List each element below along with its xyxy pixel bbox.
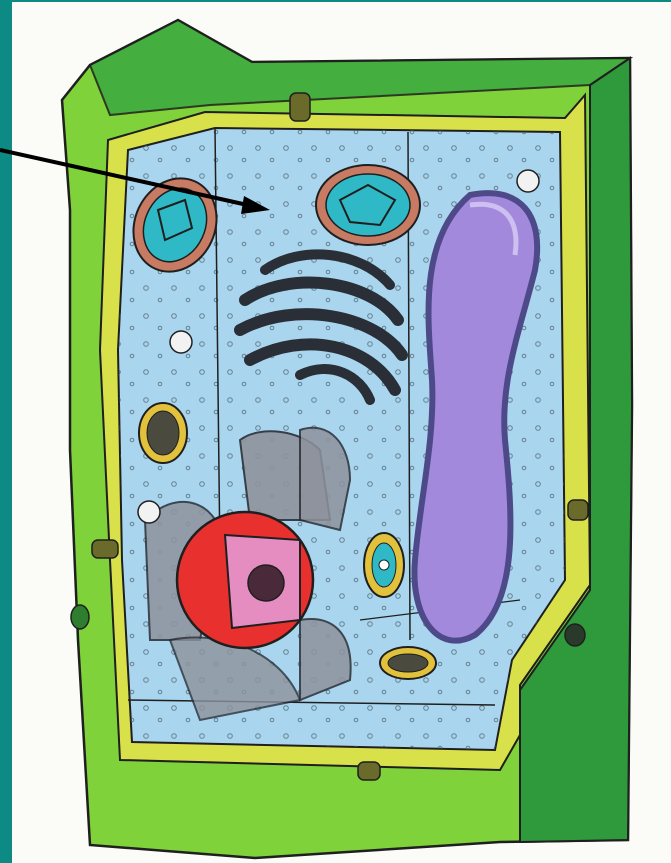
plasmodesma xyxy=(358,762,380,780)
nucleolus xyxy=(248,565,284,601)
vesicle xyxy=(170,331,192,353)
nucleus xyxy=(177,512,313,648)
wall-pit xyxy=(565,624,585,646)
mitochondrion xyxy=(380,647,436,679)
plasmodesma xyxy=(92,540,118,558)
wall-pit xyxy=(71,605,89,629)
plasmodesma xyxy=(290,93,310,121)
vesicle xyxy=(517,170,539,192)
vesicle xyxy=(138,501,160,523)
mitochondrion xyxy=(139,403,187,463)
plasmodesma xyxy=(568,500,588,520)
mitochondrion xyxy=(364,533,404,597)
chloroplast xyxy=(316,165,420,245)
